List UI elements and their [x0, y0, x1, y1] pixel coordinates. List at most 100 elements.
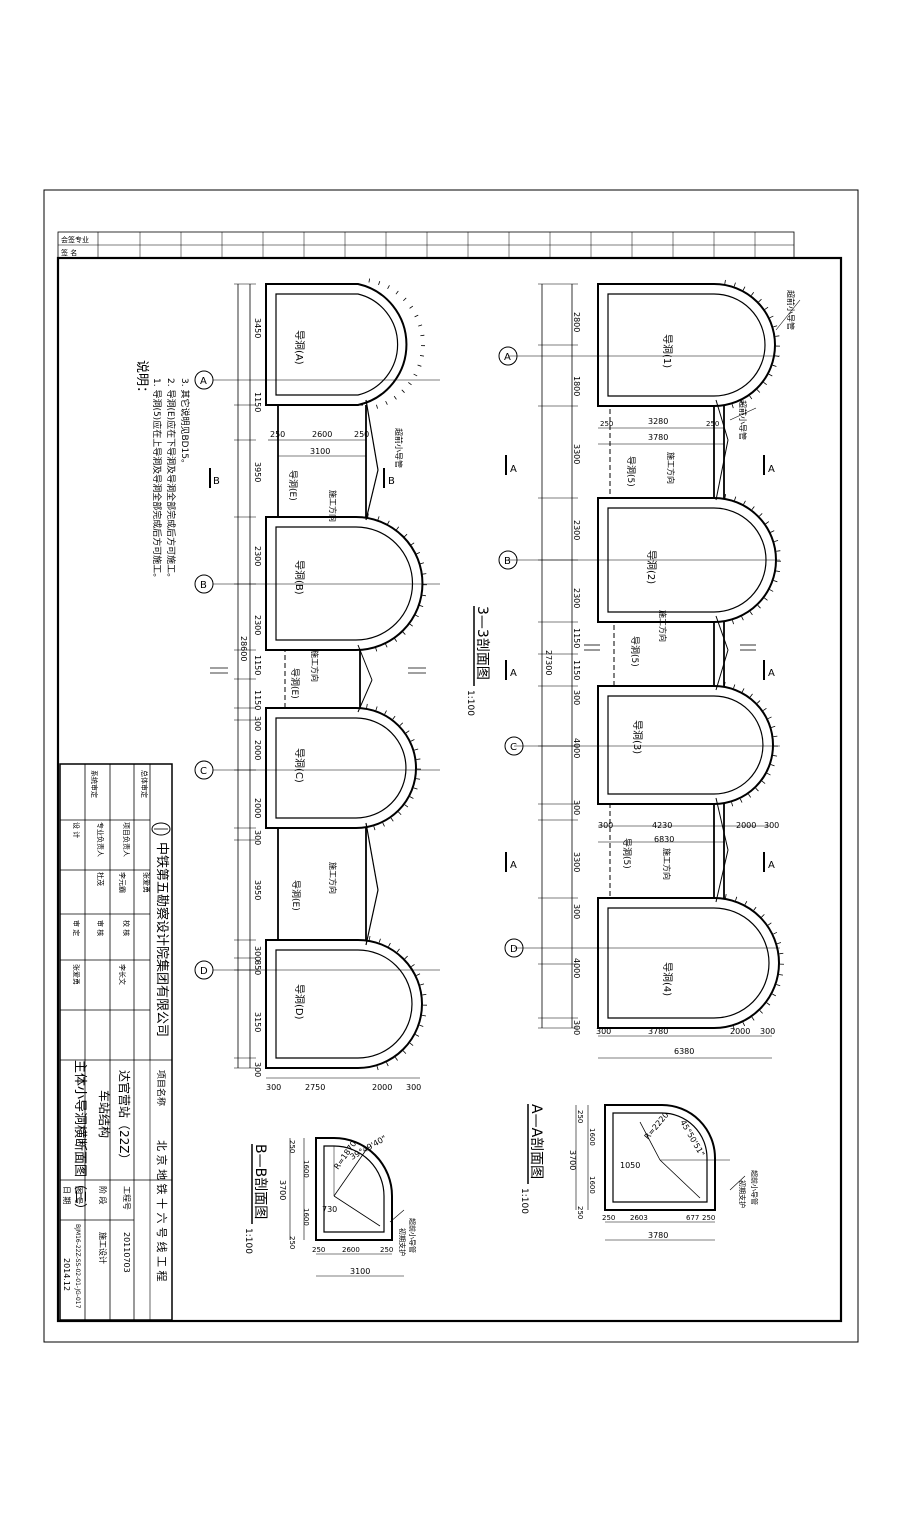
date-value: 2014.12: [62, 1258, 71, 1291]
aa-radius: R=2220: [643, 1111, 671, 1142]
aa-dim-h-1: 2603: [630, 1214, 648, 1222]
section-bb-scale: 1:100: [243, 1228, 253, 1254]
right-drift-label-2: 导洞(3): [631, 720, 643, 754]
section-bb-name: B—B剖面图: [252, 1144, 268, 1219]
right-dim-v-3: 2300: [572, 520, 581, 540]
drawing-label: 图 号: [74, 1186, 83, 1205]
aa-dim-v-1: 1600: [588, 1128, 596, 1146]
left-direction-label-2: 施工方向: [328, 862, 338, 894]
role-2: 项目负责人: [122, 822, 131, 857]
right-dim-v-11: 300: [572, 904, 581, 919]
cut-a-left-2: A: [510, 860, 517, 871]
aa-dim-v-total: 3700: [568, 1150, 577, 1170]
cut-b-left: B: [213, 476, 220, 487]
right-dim-v-2: 3300: [572, 444, 581, 464]
role-3: 专业负责人: [96, 822, 105, 857]
role-5: 校 核: [122, 920, 131, 936]
note-2: 2. 导洞(E)应在下导洞及导洞全部完成后方可施工。: [165, 378, 177, 582]
title-block: [59, 763, 173, 1321]
left-dim-bottom-0: 300: [266, 1083, 281, 1092]
bb-dim-h-0: 250: [312, 1246, 325, 1254]
date-label: 日 期: [62, 1186, 71, 1205]
left-dim-mid-0: 250: [270, 430, 285, 439]
role-6: 审 核: [96, 920, 105, 936]
aa-label-support: 初期支护: [738, 1180, 747, 1208]
left-dim-v-4: 2300: [253, 615, 262, 635]
drift-1-outline: [597, 283, 776, 407]
left-dim-total: 28600: [239, 636, 248, 661]
axis-label-left-2: C: [200, 766, 207, 777]
left-dim-v-5: 1150: [253, 655, 262, 675]
bb-dim-h-1: 2600: [342, 1246, 360, 1254]
bb-label-support: 初期支护: [398, 1228, 407, 1256]
axis-label-left-0: A: [200, 376, 207, 387]
left-dim-v-12: 300: [253, 946, 262, 961]
right-dim-h2-total: 6830: [654, 835, 674, 844]
signer-4: 张爱勇: [72, 964, 81, 985]
left-dim-bottom-3: 300: [406, 1083, 421, 1092]
axis-label-left-1: B: [200, 580, 207, 591]
right-dim-bottom-2: 2000: [730, 1027, 750, 1036]
axis-label-right-2: C: [510, 742, 517, 753]
left-passage-label-2: 导洞(E): [290, 880, 301, 911]
left-dim-bottom-2: 2000: [372, 1083, 392, 1092]
right-dim-small-1: 250: [706, 420, 719, 428]
right-pipe-label-2: 超前小导管: [738, 400, 748, 440]
left-dim-mid-2: 250: [354, 430, 369, 439]
aa-offset: 1050: [620, 1161, 640, 1170]
left-dim-v-8: 2000: [253, 740, 262, 760]
signature-label: 签 名: [61, 248, 77, 257]
left-dim-v-7: 300: [253, 716, 262, 731]
bb-dim-v-2: 1600: [302, 1208, 310, 1226]
right-dim-h2-3: 300: [764, 821, 779, 830]
project-label: 项目名称: [155, 1070, 167, 1106]
role-1: 系统审定: [90, 770, 99, 798]
drift-4-outline: [597, 897, 780, 1029]
right-passage-label-1: 导洞(5): [629, 636, 640, 667]
section-bb-title: B—B剖面图 1:100: [243, 1144, 268, 1254]
stage-value: 施工设计: [98, 1232, 108, 1264]
section-aa-title: A—A剖面图 1:100: [519, 1104, 544, 1214]
right-dim-bottom-1: 3780: [648, 1027, 668, 1036]
countersign-label: 会签专业: [61, 235, 89, 244]
signer-2: 杜茂: [96, 872, 105, 886]
aa-detail: [575, 1104, 746, 1241]
left-dim-v-3: 2300: [253, 546, 262, 566]
left-drift-label-1: 导洞(B): [293, 560, 305, 595]
right-section: [505, 279, 801, 1059]
stage-label: 阶 段: [98, 1186, 108, 1205]
job-number: 20110703: [122, 1232, 131, 1273]
left-drift-label-3: 导洞(D): [293, 984, 305, 1020]
left-dim-v-11: 3950: [253, 880, 262, 900]
axis-label-left-3: D: [200, 966, 208, 977]
section-3-3-scale: 1:100: [465, 690, 475, 716]
right-dim-small-0: 250: [600, 420, 613, 428]
left-dim-bottom-1: 2750: [305, 1083, 325, 1092]
drift-d-outline: [265, 939, 423, 1069]
right-dim-v-0: 2800: [572, 312, 581, 332]
drawing-number: BJM16-22Z-SS-02-01-JG-017: [74, 1224, 81, 1309]
cut-a-right-1: A: [768, 668, 775, 679]
right-dim-h1-1: 3780: [648, 433, 668, 442]
cut-a-right-2: A: [768, 860, 775, 871]
bb-dim-v-0: 250: [288, 1140, 296, 1153]
left-passage-label-1: 导洞(E): [289, 668, 300, 699]
right-drift-label-0: 导洞(1): [661, 334, 673, 368]
right-dim-v-4: 2300: [572, 588, 581, 608]
drift-a-outline: [265, 283, 408, 406]
aa-dim-v-0: 250: [576, 1110, 584, 1123]
right-dim-h2-2: 2000: [736, 821, 756, 830]
section-aa-name: A—A剖面图: [528, 1104, 544, 1179]
cut-a-right-0: A: [768, 464, 775, 475]
right-drift-label-1: 导洞(2): [645, 550, 657, 584]
aa-dim-h-2: 677: [686, 1214, 699, 1222]
left-section: B B: [205, 278, 440, 1079]
bb-detail: [289, 1137, 405, 1277]
right-dim-bottom-3: 300: [760, 1027, 775, 1036]
cut-b-right: B: [388, 476, 395, 487]
aa-dim-v-3: 250: [576, 1206, 584, 1219]
right-dim-v-8: 4000: [572, 738, 581, 758]
right-dim-h2-0: 300: [598, 821, 613, 830]
left-dim-v-2: 3950: [253, 462, 262, 482]
